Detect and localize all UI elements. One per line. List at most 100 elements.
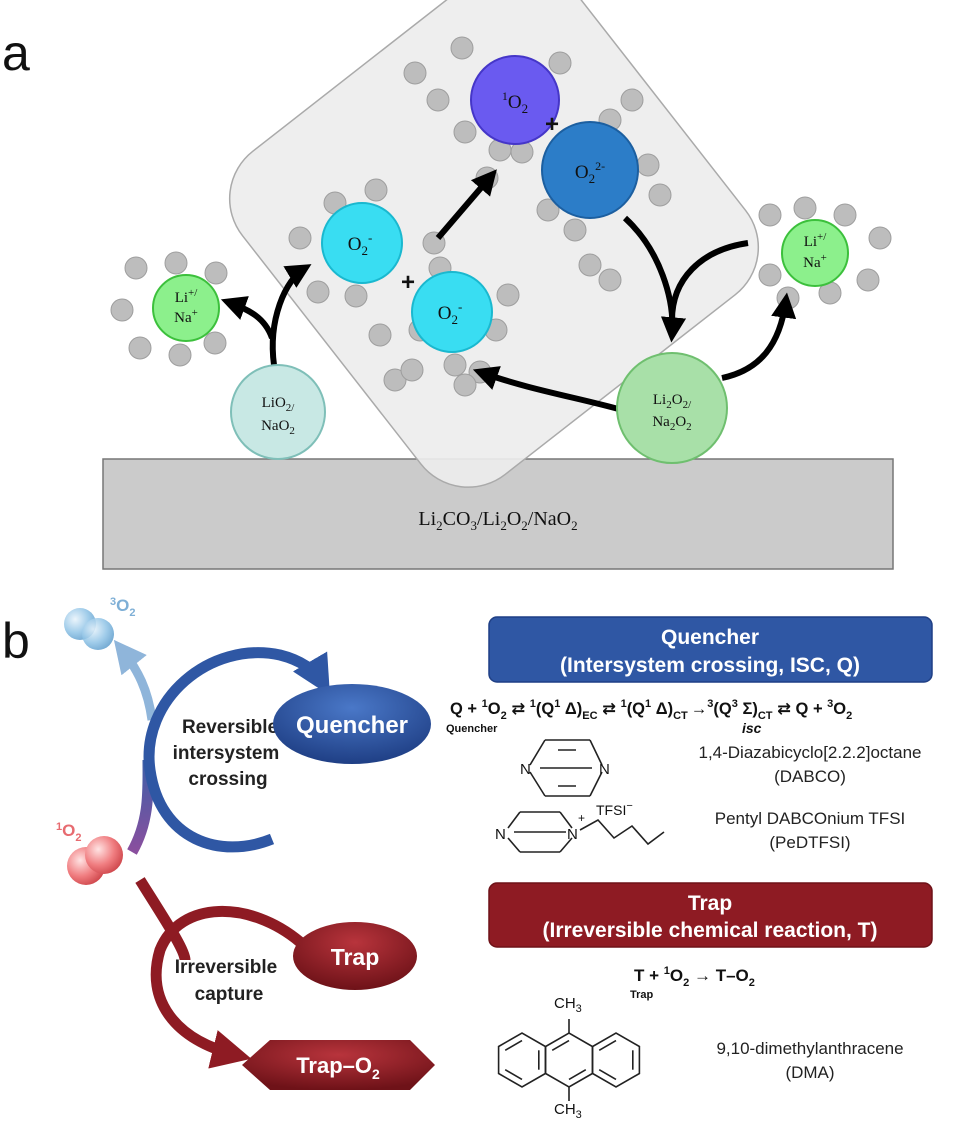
quencher-to-triplet-arrow <box>113 639 157 721</box>
cation-circle-left: Li+/ Na+ <box>152 274 220 342</box>
pedtfsi-name-line2: (PeDTFSI) <box>769 833 850 852</box>
trap-ellipse <box>293 922 417 990</box>
li2o2-circle: Li2O2/ Na2O2 <box>616 352 728 464</box>
dabco-n-right: N <box>599 761 610 778</box>
dma-double-bond <box>568 1069 587 1081</box>
dma-ch3-top: CH3 <box>554 995 582 1015</box>
cation-left-line1: Li+/ <box>175 287 199 306</box>
dma-ring <box>591 1032 641 1088</box>
solvent-dot <box>453 373 477 397</box>
solvent-dot <box>758 263 782 287</box>
cation-right-line1: Li+/ <box>804 231 828 250</box>
reversible-text-2: intersystem <box>173 743 280 764</box>
lio2-line1: LiO2/ <box>262 395 296 414</box>
tfsi-label: TFSI− <box>596 800 633 818</box>
quencher-eq-subscript-q: Quencher <box>446 723 498 735</box>
trap-o2-hexagon <box>242 1040 435 1090</box>
dma-double-bond <box>504 1069 523 1081</box>
arrow-superoxide-to-singlet <box>435 169 497 240</box>
solvent-dot <box>164 251 188 275</box>
solvent-dot <box>620 88 644 112</box>
triplet-oxygen-molecule <box>64 608 114 650</box>
arrow-lio2-to-cation <box>220 296 275 340</box>
pedtfsi-n-left: N <box>495 826 506 843</box>
trap-equation: T + 1O2 → T–O2 <box>634 965 755 989</box>
singlet-oxygen-circle: 1O2 <box>470 55 560 145</box>
solvent-dot <box>110 298 134 322</box>
pedtfsi-n-plus: + <box>578 811 585 825</box>
arrow-lio2-to-superoxide <box>269 264 312 366</box>
dma-name-line2: (DMA) <box>785 1063 834 1082</box>
dabco-name-line1: 1,4-Diazabicyclo[2.2.2]octane <box>698 743 921 762</box>
dma-structure <box>497 1019 641 1101</box>
pedtfsi-structure <box>507 811 665 853</box>
isc-label: isc <box>742 720 762 736</box>
solvent-dot <box>496 283 520 307</box>
arrow-li2o2-to-cation <box>721 292 797 381</box>
quencher-header-line1: Quencher <box>661 626 759 649</box>
solvent-dot <box>453 120 477 144</box>
solvent-dot <box>204 261 228 285</box>
solvent-dot <box>793 196 817 220</box>
substrate-label: Li2CO3/Li2O2/NaO2 <box>418 508 577 533</box>
cation-right-line2: Na+ <box>803 252 827 271</box>
dma-double-bond <box>598 1069 617 1081</box>
quencher-header-line2: (Intersystem crossing, ISC, Q) <box>560 654 860 677</box>
quencher-ellipse-label: Quencher <box>296 712 408 739</box>
solvent-dot <box>758 203 782 227</box>
solvent-dot <box>364 178 388 202</box>
dabco-name-line2: (DABCO) <box>774 767 846 786</box>
solvent-dot <box>288 226 312 250</box>
dma-double-bond <box>598 1039 617 1051</box>
trap-o2-label: Trap–O2 <box>296 1053 380 1082</box>
peroxide-circle: O22- <box>541 121 639 219</box>
arrow-cation-to-li2o2 <box>669 240 749 321</box>
reversible-text-3: crossing <box>188 769 267 790</box>
solvent-dot <box>426 88 450 112</box>
lio2-circle: LiO2/ NaO2 <box>230 364 326 460</box>
panel-b-letter: b <box>2 613 30 669</box>
plus-sign-top: + <box>545 111 559 138</box>
solvent-dot <box>443 353 467 377</box>
reversible-text-1: Reversible <box>182 717 278 738</box>
plus-sign-middle: + <box>401 269 415 296</box>
solvent-dot <box>868 226 892 250</box>
quencher-equation: Q + 1O2 ⇄ 1(Q1 Δ)EC ⇄ 1(Q1 Δ)CT→3(Q3 Σ)C… <box>450 698 852 722</box>
solvent-dot <box>368 323 392 347</box>
trap-header-line1: Trap <box>688 892 732 915</box>
cation-left-line2: Na+ <box>174 307 198 326</box>
solvent-dot <box>578 253 602 277</box>
quencher-loop-arrow <box>143 647 330 853</box>
irreversible-text-2: capture <box>195 984 264 1005</box>
solvent-dot <box>598 268 622 292</box>
solvent-dot <box>203 331 227 355</box>
solvent-dot <box>636 153 660 177</box>
triplet-oxygen-label: 3O2 <box>110 596 135 619</box>
arrow-li2o2-to-superoxide <box>472 366 623 413</box>
solvent-dot <box>400 358 424 382</box>
solvent-dot <box>548 51 572 75</box>
solvent-dot <box>856 268 880 292</box>
solvent-dot <box>833 203 857 227</box>
solvent-dot <box>128 336 152 360</box>
dma-name-line1: 9,10-dimethylanthracene <box>716 1039 903 1058</box>
pedtfsi-name-line1: Pentyl DABCOnium TFSI <box>715 809 906 828</box>
panel-a-letter: a <box>2 25 30 81</box>
solvent-dot <box>648 183 672 207</box>
trap-capture-arrow <box>150 906 304 1069</box>
superoxide-circle-1: O2- <box>321 202 403 284</box>
solvent-dot <box>124 256 148 280</box>
solvent-dot <box>450 36 474 60</box>
dabco-structure <box>529 739 603 797</box>
solvent-dot <box>168 343 192 367</box>
solvent-dot <box>403 61 427 85</box>
quencher-ellipse <box>273 684 431 764</box>
lio2-line2: NaO2 <box>261 418 295 437</box>
superoxide-circle-2: O2- <box>411 271 493 353</box>
superoxide-label-1: O2- <box>348 230 373 258</box>
singlet-oxygen-molecule <box>67 836 123 885</box>
solvent-dot <box>536 198 560 222</box>
li2o2-line2: Na2O2 <box>652 414 691 433</box>
peroxide-label: O22- <box>575 159 605 186</box>
solvent-dot <box>563 218 587 242</box>
